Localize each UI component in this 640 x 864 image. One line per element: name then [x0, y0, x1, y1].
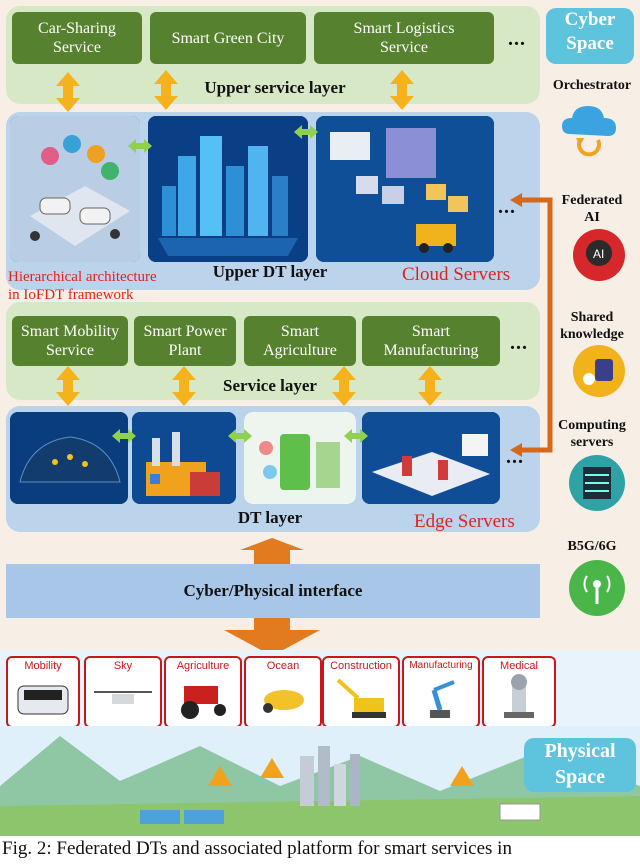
robot-arm-icon: [430, 680, 455, 718]
logistics-illustration: [316, 116, 494, 262]
svg-text:AI: AI: [593, 247, 604, 261]
app-card-medical: Medical: [482, 656, 556, 728]
service-smart-logistics: Smart Logistics Service: [314, 12, 494, 64]
app-label-ocean: Ocean: [266, 660, 300, 672]
service-smart-manufacturing: Smart Manufacturing: [362, 316, 500, 366]
app-card-construction: Construction: [322, 656, 400, 728]
federated-ai-label: Federated AI: [561, 193, 623, 225]
more-dt-ellipsis: ...: [498, 196, 516, 218]
tractor-icon: [181, 686, 226, 719]
app-label-manufacturing: Manufacturing: [409, 660, 473, 671]
cloud-edge-link: [520, 197, 553, 453]
edge-servers-label: Edge Servers: [414, 511, 515, 532]
arrow-carsharing-dt: [56, 72, 80, 112]
shared-knowledge-label: Shared knowledge: [560, 310, 624, 342]
cyber-physical-interface: [6, 564, 540, 618]
cyber-space-badge: Cyber Space: [546, 8, 634, 64]
agriculture-illustration: [244, 412, 356, 504]
service-layer-label: Service layer: [223, 376, 317, 395]
connector-arrows: [56, 70, 553, 656]
app-card-sky: Sky: [84, 656, 162, 728]
arrow-power-dt: [172, 366, 196, 406]
arrow-agriculture-dt: [332, 366, 356, 406]
more-services-ellipsis: ...: [510, 332, 528, 354]
figure-caption: Fig. 2: Federated DTs and associated pla…: [2, 838, 512, 859]
computing-servers-label: Computing servers: [558, 418, 626, 450]
manufacturing-illustration: [362, 412, 500, 504]
dt-panel-vehicle: [10, 412, 128, 504]
excavator-icon: [336, 678, 386, 718]
app-label-sky: Sky: [113, 660, 133, 672]
arrow-logistics-dt: [390, 70, 414, 110]
service-smart-power-plant: Smart Power Plant: [134, 316, 236, 366]
cloud-servers-label: Cloud Servers: [402, 264, 511, 285]
app-label-medical: Medical: [500, 660, 538, 672]
server-rack-icon: [569, 455, 625, 511]
surgical-robot-icon: [504, 674, 534, 718]
bus-icon: [17, 685, 69, 715]
arrow-greencity-dt: [154, 70, 178, 110]
cloud-sync-icon: [562, 106, 616, 157]
app-label-agriculture: Agriculture: [176, 660, 230, 672]
service-smart-agriculture: Smart Agriculture: [244, 316, 356, 366]
app-card-manufacturing: Manufacturing: [402, 656, 480, 728]
vehicle-illustration: [10, 412, 128, 504]
arrow-h-dt-3: [344, 429, 368, 443]
app-card-agriculture: Agriculture: [164, 656, 242, 728]
antenna-icon: [569, 560, 625, 616]
more-services-ellipsis: ...: [508, 28, 526, 50]
orchestrator-label: Orchestrator: [552, 78, 632, 93]
architecture-note: Hierarchical architecture in IoFDT frame…: [8, 269, 157, 303]
dt-panel-manufacturing: [362, 412, 500, 504]
physical-space-badge: Physical Space: [524, 738, 636, 792]
app-label-construction: Construction: [330, 660, 392, 672]
arrow-interface-up: [240, 538, 304, 564]
dt-panel-car-sharing: [10, 116, 140, 262]
dt-panel-power-plant: [132, 412, 236, 504]
smart-city-illustration: [148, 116, 308, 262]
arrow-h-dt-2: [228, 429, 252, 443]
dt-panel-agriculture: [244, 412, 356, 504]
power-plant-illustration: [132, 412, 236, 504]
database-gear-icon: [573, 345, 625, 397]
arrow-interface-down: [224, 618, 320, 656]
dt-panel-smart-city: [148, 116, 308, 262]
arrow-h-upper-1: [128, 139, 152, 153]
ai-head-icon: AI: [573, 229, 625, 281]
car-sharing-illustration: [10, 116, 140, 262]
upper-dt-layer-label: Upper DT layer: [212, 262, 328, 281]
underwater-robot-icon: [263, 690, 304, 713]
dt-panel-logistics: [316, 116, 494, 262]
arrow-manufacturing-dt: [418, 366, 442, 406]
service-smart-mobility: Smart Mobility Service: [12, 316, 128, 366]
service-car-sharing: Car-Sharing Service: [12, 12, 142, 64]
dt-layer-label: DT layer: [237, 508, 303, 527]
arrow-h-upper-2: [294, 125, 318, 139]
app-card-mobility: Mobility: [6, 656, 80, 728]
b5g-6g-label: B5G/6G: [567, 539, 617, 554]
cyber-physical-interface-label: Cyber/Physical interface: [183, 581, 363, 600]
drone-icon: [94, 691, 152, 704]
service-smart-green-city: Smart Green City: [150, 12, 306, 64]
arrow-mobility-dt: [56, 366, 80, 406]
app-label-mobility: Mobility: [24, 660, 62, 672]
upper-service-layer-label: Upper service layer: [204, 78, 346, 97]
app-card-ocean: Ocean: [244, 656, 322, 728]
arrow-h-dt-1: [112, 429, 136, 443]
